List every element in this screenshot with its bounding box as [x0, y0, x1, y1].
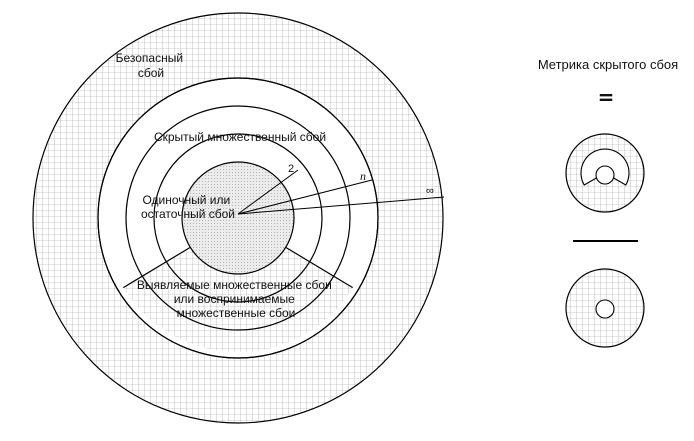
metric-numerator: [565, 133, 645, 213]
ring-2: [153, 133, 323, 303]
radius-line-2: [237, 169, 299, 215]
ring-infinity-label: ∞: [426, 185, 434, 197]
sector-divider-right: [285, 246, 354, 289]
sector-divider-left: [122, 246, 191, 289]
ring-2-label: 2: [288, 163, 294, 175]
safe-fault-label: Безопасный сбой: [116, 51, 187, 80]
metric-denominator: [565, 268, 645, 348]
metric-title: Метрика скрытого сбоя: [538, 57, 678, 72]
ring-n: [125, 105, 351, 331]
latent-fault-metric: Метрика скрытого сбоя =: [538, 57, 678, 348]
ring-outer: [97, 77, 379, 359]
ring-n-label: n: [360, 169, 366, 183]
detected-multiple-faults-sector: [123, 218, 353, 353]
detected-multiple-faults-label: Выявляемые множественные сбои или воспри…: [137, 278, 335, 320]
single-residual-fault-label: Одиночный или остаточный сбой: [141, 193, 235, 221]
metric-equals-sign: =: [598, 85, 615, 109]
numerator-core: [595, 165, 615, 185]
radius-line-n: [237, 179, 373, 215]
main-fault-circle: Безопасный сбой Скрытый множественный сб…: [32, 12, 445, 424]
single-fault-core: [181, 161, 295, 275]
latent-multiple-fault-label: Скрытый множественный сбой: [154, 130, 326, 144]
radius-line-infinity: [237, 196, 445, 215]
denominator-core: [595, 299, 615, 319]
